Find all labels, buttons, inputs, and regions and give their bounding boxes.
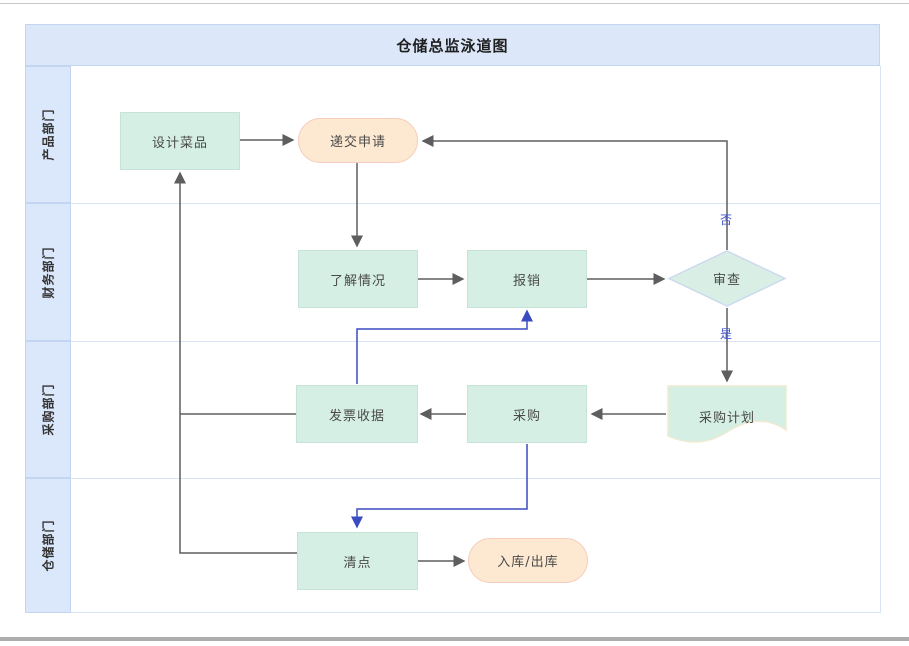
lane-divider — [71, 341, 880, 342]
node-in-out-warehouse[interactable]: 入库/出库 — [468, 538, 588, 583]
document-shape — [667, 385, 787, 443]
lane-divider — [71, 203, 880, 204]
node-design-dish[interactable]: 设计菜品 — [120, 112, 240, 170]
edge-label-no: 否 — [720, 213, 733, 227]
decision-diamond-shape — [667, 250, 787, 307]
lane-label-product-dept: 产品部门 — [25, 66, 71, 203]
edge-label-yes: 是 — [720, 327, 733, 341]
node-review-decision[interactable]: 审查 — [667, 250, 787, 307]
edge-purchase-to-stocktake — [351, 444, 528, 529]
lane-label-text: 财务部门 — [41, 245, 56, 299]
lane-label-finance-dept: 财务部门 — [25, 203, 71, 341]
lane-label-text: 仓储部门 — [41, 519, 56, 572]
lane-label-warehouse-dept: 仓储部门 — [25, 478, 71, 613]
edge-stocktake-to-design — [174, 171, 297, 554]
table-right-edge — [880, 66, 881, 613]
diagram-title-bar: 仓储总监泳道图 — [25, 24, 880, 66]
node-submit-application[interactable]: 递交申请 — [298, 118, 418, 163]
lane-label-text: 采购部门 — [41, 383, 56, 436]
node-purchase-plan-document[interactable]: 采购计划 — [667, 385, 787, 447]
decision-label: 审查 — [712, 273, 741, 288]
node-purchase[interactable]: 采购 — [467, 385, 587, 443]
lane-divider — [71, 612, 880, 613]
node-stocktake[interactable]: 清点 — [297, 532, 418, 590]
window-top-border — [0, 3, 909, 4]
lane-divider — [71, 478, 880, 479]
node-invoice-receipt[interactable]: 发票收据 — [296, 385, 418, 443]
window-bottom-border — [0, 637, 909, 641]
node-understand-situation[interactable]: 了解情况 — [298, 250, 418, 308]
edge-review-no-to-submit — [421, 135, 728, 250]
lane-label-text: 产品部门 — [41, 108, 56, 161]
diagram-title: 仓储总监泳道图 — [396, 36, 509, 55]
edge-invoice-to-reimburse — [356, 309, 533, 384]
document-label: 采购计划 — [698, 410, 755, 426]
lane-label-procurement-dept: 采购部门 — [25, 341, 71, 478]
node-reimbursement[interactable]: 报销 — [467, 250, 587, 308]
